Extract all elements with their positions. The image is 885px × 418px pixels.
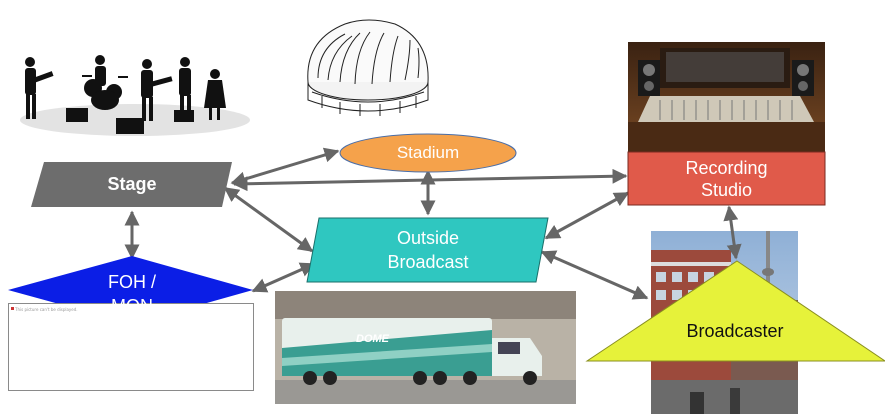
recording-studio-node <box>627 151 826 206</box>
broken-image-placeholder: This picture can't be displayed. <box>8 303 254 391</box>
connections <box>124 147 742 300</box>
arrow-outside-broadcaster <box>540 250 649 300</box>
recording-studio-label: Recording Studio <box>628 152 825 205</box>
broken-image-message: This picture can't be displayed. <box>15 307 78 312</box>
stadium-label: Stadium <box>396 143 460 162</box>
broadcaster-label: Broadcaster <box>686 320 784 341</box>
truck-logo-text: DOME <box>356 333 390 345</box>
outside-broadcast-label: Outside Broadcast <box>312 218 544 282</box>
broadcaster-node <box>585 260 885 362</box>
arrow-outside-recording <box>544 191 630 240</box>
band-silhouette-image <box>20 55 250 136</box>
arrow-stage-stadium <box>230 147 340 187</box>
recording-studio-label-line1: Recording <box>685 157 768 178</box>
arrow-recording-broadcaster <box>723 205 742 260</box>
outside-broadcast-label-line2: Broadcast <box>387 252 469 272</box>
arrow-foh-outside <box>251 262 316 293</box>
recording-studio-photo <box>628 42 825 152</box>
foh-mon-label-line2: MON <box>111 296 153 316</box>
foh-mon-label-line1: FOH / <box>108 272 156 292</box>
outside-broadcast-label-line1: Outside <box>396 228 460 248</box>
broken-image-icon <box>11 307 14 310</box>
foh-mon-label: FOH / MON <box>72 268 192 320</box>
arrow-stage-outside <box>223 186 314 253</box>
outside-broadcast-truck-photo <box>275 291 576 404</box>
stadium-node <box>339 133 517 173</box>
stage-node <box>31 162 232 207</box>
stage-label: Stage <box>107 174 157 194</box>
arrow-stage-recording <box>232 168 628 192</box>
outside-broadcast-node <box>306 217 549 283</box>
stadium-sketch-image <box>307 19 429 116</box>
recording-studio-label-line2: Studio <box>700 179 753 200</box>
